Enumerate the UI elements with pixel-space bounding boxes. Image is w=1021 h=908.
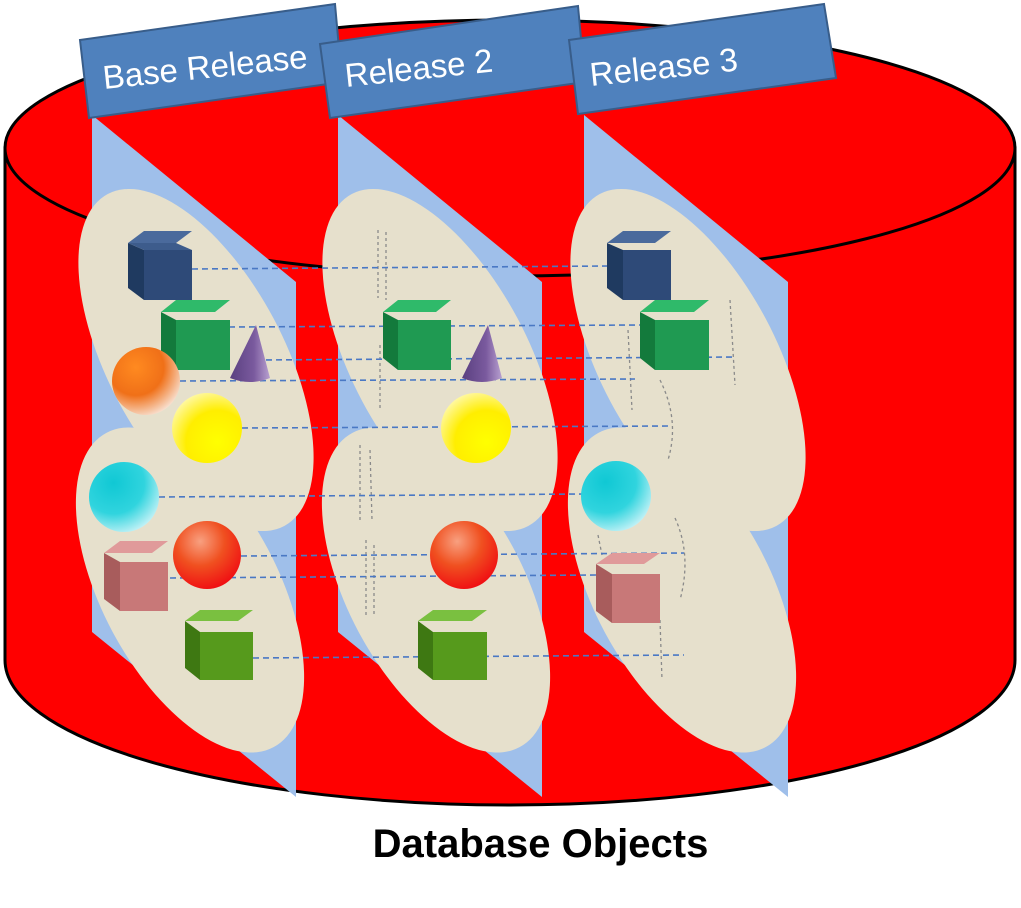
objects-release-2 — [383, 300, 511, 680]
purple-cone — [462, 325, 502, 382]
red-sphere — [430, 521, 498, 589]
link-cyan-sphere — [158, 493, 583, 498]
pink-cube — [104, 541, 168, 611]
link-pink-cube — [169, 574, 598, 579]
diagram-caption: Database Objects — [372, 822, 709, 866]
removed-yellow-outline-r3 — [659, 379, 674, 461]
cyan-sphere — [581, 461, 651, 531]
objects-base-release — [89, 231, 270, 680]
removed-pink-cube-outline — [365, 540, 375, 615]
orange-sphere — [112, 347, 180, 415]
removed-red-outline-r3 — [597, 517, 686, 601]
green-cube — [640, 300, 709, 370]
yellow-sphere — [172, 393, 242, 463]
removed-cone-outline — [729, 299, 736, 386]
red-sphere — [173, 521, 241, 589]
purple-cone — [230, 325, 270, 382]
removed-navy-cube-outline — [377, 230, 387, 300]
removed-cyan-sphere-outline — [359, 445, 373, 521]
removed-object-outlines — [359, 230, 736, 681]
objects-release-3 — [581, 231, 709, 623]
object-group-lower — [321, 427, 551, 753]
olive-cube — [185, 610, 253, 680]
cyan-sphere — [89, 462, 159, 532]
yellow-sphere — [441, 393, 511, 463]
release-tabs: Base Release Release 2 Release 3 — [78, 2, 838, 120]
olive-cube — [418, 610, 487, 680]
navy-cube — [607, 231, 671, 300]
pink-cube — [596, 553, 660, 623]
green-cube — [383, 300, 451, 370]
release-tab-3: Release 3 — [567, 2, 838, 116]
navy-cube — [128, 231, 192, 300]
release-tab-base: Base Release — [78, 2, 344, 120]
removed-orange-outline-r3 — [627, 329, 633, 411]
removed-olive-outline-r3 — [659, 619, 663, 681]
